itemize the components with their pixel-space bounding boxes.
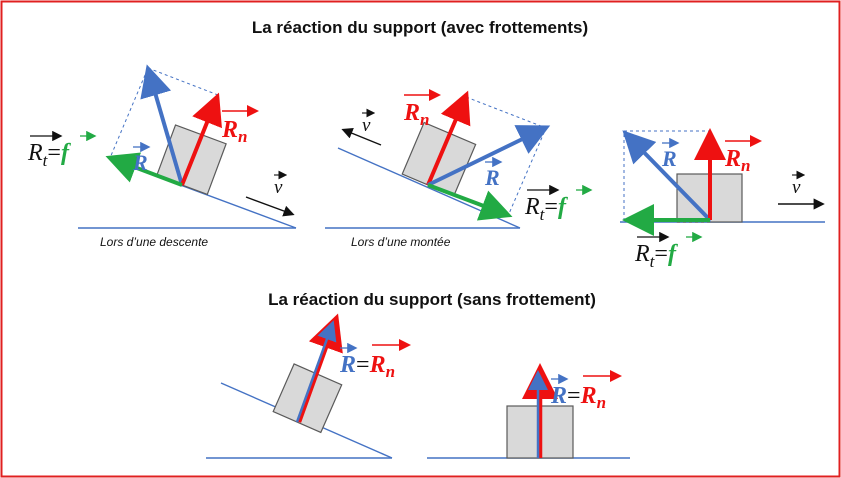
vector-r [140,64,184,186]
label-rt-equals-f: Rt=f [634,241,678,271]
title-with-friction: La réaction du support (avec frottements… [252,18,588,37]
panel-descent: R Rn Rt=f v Lors d’une descente [27,64,297,249]
label-v: v [792,177,801,198]
label-r: R [484,165,500,190]
caption-ascent: Lors d’une montée [351,235,451,249]
label-rn: Rn [403,100,429,129]
label-r-equals-rn: R=Rn [550,383,606,412]
velocity-arrow [341,127,382,146]
label-rt-equals-f: Rt=f [524,194,568,224]
panel-horizontal: R Rn v Rt=f [620,128,825,271]
title-without-friction: La réaction du support (sans frottement) [268,290,596,309]
vector-r [622,130,712,222]
velocity-arrow [245,196,295,217]
label-rt-equals-f: Rt=f [27,140,71,170]
label-rn: Rn [221,117,247,146]
label-v: v [362,115,371,136]
panel-ascent: v Rn R Rt=f Lors d’une montée [325,89,593,249]
label-r: R [661,146,677,171]
vector-r [295,320,337,423]
label-r: R [132,150,148,175]
caption-descent: Lors d’une descente [100,235,208,249]
vector-r [427,125,551,187]
dashed-parallelogram [109,67,219,186]
vector-rn [180,92,222,186]
panel-horizontal-no-friction: R=Rn [427,363,630,459]
label-rn: Rn [724,146,750,175]
vector-f [427,183,513,221]
vector-f [105,152,183,187]
panel-incline-no-friction: R=Rn [206,313,411,459]
vector-rn [426,90,471,186]
label-r-equals-rn: R=Rn [339,352,395,381]
label-v: v [274,177,283,198]
